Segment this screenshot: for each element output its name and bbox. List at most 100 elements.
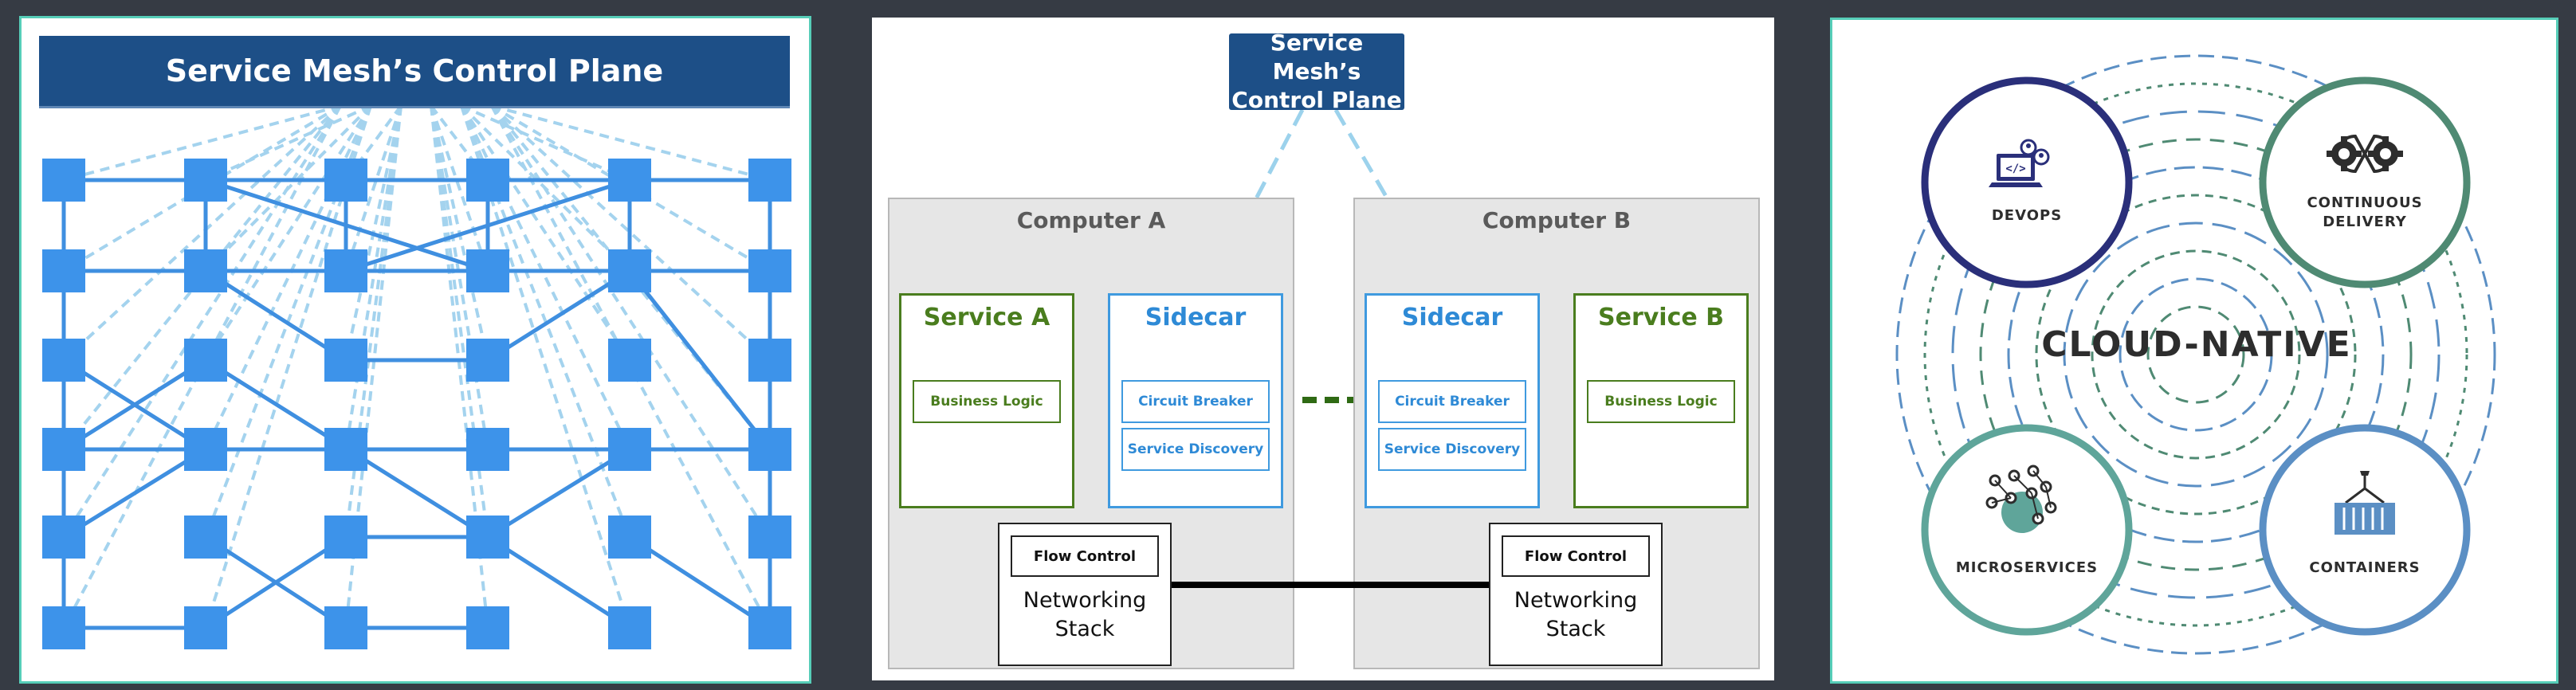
mesh-node [748,249,791,292]
svg-text:</>: </> [2005,163,2025,175]
mesh-node [42,516,85,559]
control-link [430,105,489,450]
cloud-native-title: CLOUD-NATIVE [2041,324,2352,365]
mesh-node [608,428,651,471]
mesh-node [748,606,791,649]
mesh-node [184,339,227,382]
concentric-dashed-rings [1895,54,2496,655]
mesh-node [42,606,85,649]
mesh-node [42,249,85,292]
ring [1951,110,2441,599]
continuous-delivery-label: CONTINUOUS DELIVERY [2307,194,2423,230]
ring [2146,305,2245,404]
networking-stack-a: Flow Control Networking Stack [998,523,1172,666]
mesh-node [324,339,367,382]
mesh-node [466,159,509,202]
control-link [62,104,342,451]
microservices-nodes-icon [1985,465,2057,533]
control-link [344,105,402,450]
ring [2091,249,2301,460]
control-link [204,104,372,272]
control-link [204,105,372,629]
control-link [430,105,489,538]
devops-laptop-icon: </> [1989,139,2050,187]
mesh-link [205,178,489,273]
mesh-node [748,339,791,382]
mesh-node [184,428,227,471]
continuous-delivery-circle [2259,76,2471,288]
flow-control-a: Flow Control [1011,535,1159,577]
mesh-node [608,249,651,292]
business-logic-a: Business Logic [913,380,1061,423]
mesh-node [184,249,227,292]
mesh-node [748,159,791,202]
mesh-link [486,447,631,539]
mesh-node [466,339,509,382]
mesh-node [184,159,227,202]
control-link [62,104,342,539]
mesh-node [748,516,791,559]
ring [1895,54,2496,655]
sidecar-architecture-panel: Service Mesh’s Control Plane Computer A … [872,18,1774,680]
mesh-node [324,159,367,202]
mesh-link [486,535,631,630]
mesh-node [466,606,509,649]
mesh-node [42,428,85,471]
ring [1923,82,2468,627]
control-plane-box: Service Mesh’s Control Plane [1229,29,1404,113]
service-discovery-b: Service Discovery [1378,428,1526,471]
mesh-link [345,178,630,273]
mesh-diagram [42,104,791,649]
networking-stack-b: Flow Control Networking Stack [1489,523,1663,666]
control-link [491,104,771,182]
control-link [490,104,772,539]
continuous-delivery-gears-icon [2327,134,2403,174]
mesh-node [324,606,367,649]
ring [1979,138,2413,571]
control-link [204,104,372,362]
mesh-node [324,428,367,471]
mesh-node [608,606,651,649]
service-a-box: Service A Business Logic [899,293,1074,508]
mesh-node [42,159,85,202]
control-plane-title: Service Mesh’s Control Plane [39,36,790,108]
containers-label: CONTAINERS [2309,559,2421,576]
devops-label: DEVOPS [1991,207,2063,224]
control-link [344,105,402,272]
control-link [430,105,489,272]
flow-control-b: Flow Control [1502,535,1650,577]
mesh-node [184,516,227,559]
mesh-link [62,358,207,452]
control-link [460,104,631,362]
business-logic-b: Business Logic [1587,380,1735,423]
mesh-node [608,159,651,202]
circuit-breaker-a: Circuit Breaker [1121,380,1270,423]
mesh-node [184,606,227,649]
mesh-node [466,516,509,559]
mesh-node [42,339,85,382]
sidecar-a-box: Sidecar Circuit Breaker Service Discover… [1108,293,1283,508]
mesh-node [324,249,367,292]
mesh-link [204,535,348,630]
mesh-node [748,428,791,471]
control-link [205,104,371,182]
mesh-link [204,269,348,363]
ring [2035,194,2357,516]
containers-crane-icon [2334,471,2395,535]
cloud-native-panel: </> [1830,18,2558,684]
mesh-link [486,269,631,363]
sidecar-b-box: Sidecar Circuit Breaker Service Discover… [1365,293,1540,508]
microservices-label: MICROSERVICES [1955,559,2099,576]
mesh-node [466,428,509,471]
cloud-native-diagram: </> [1895,54,2496,655]
control-link [460,105,631,629]
mesh-link [62,447,207,539]
mesh-link [628,535,772,630]
mesh-node [608,339,651,382]
ring [2063,222,2329,488]
mesh-node [466,249,509,292]
service-b-box: Service B Business Logic [1573,293,1749,508]
mesh-node [324,516,367,559]
service-discovery-a: Service Discovery [1121,428,1270,471]
ring [2007,166,2385,543]
